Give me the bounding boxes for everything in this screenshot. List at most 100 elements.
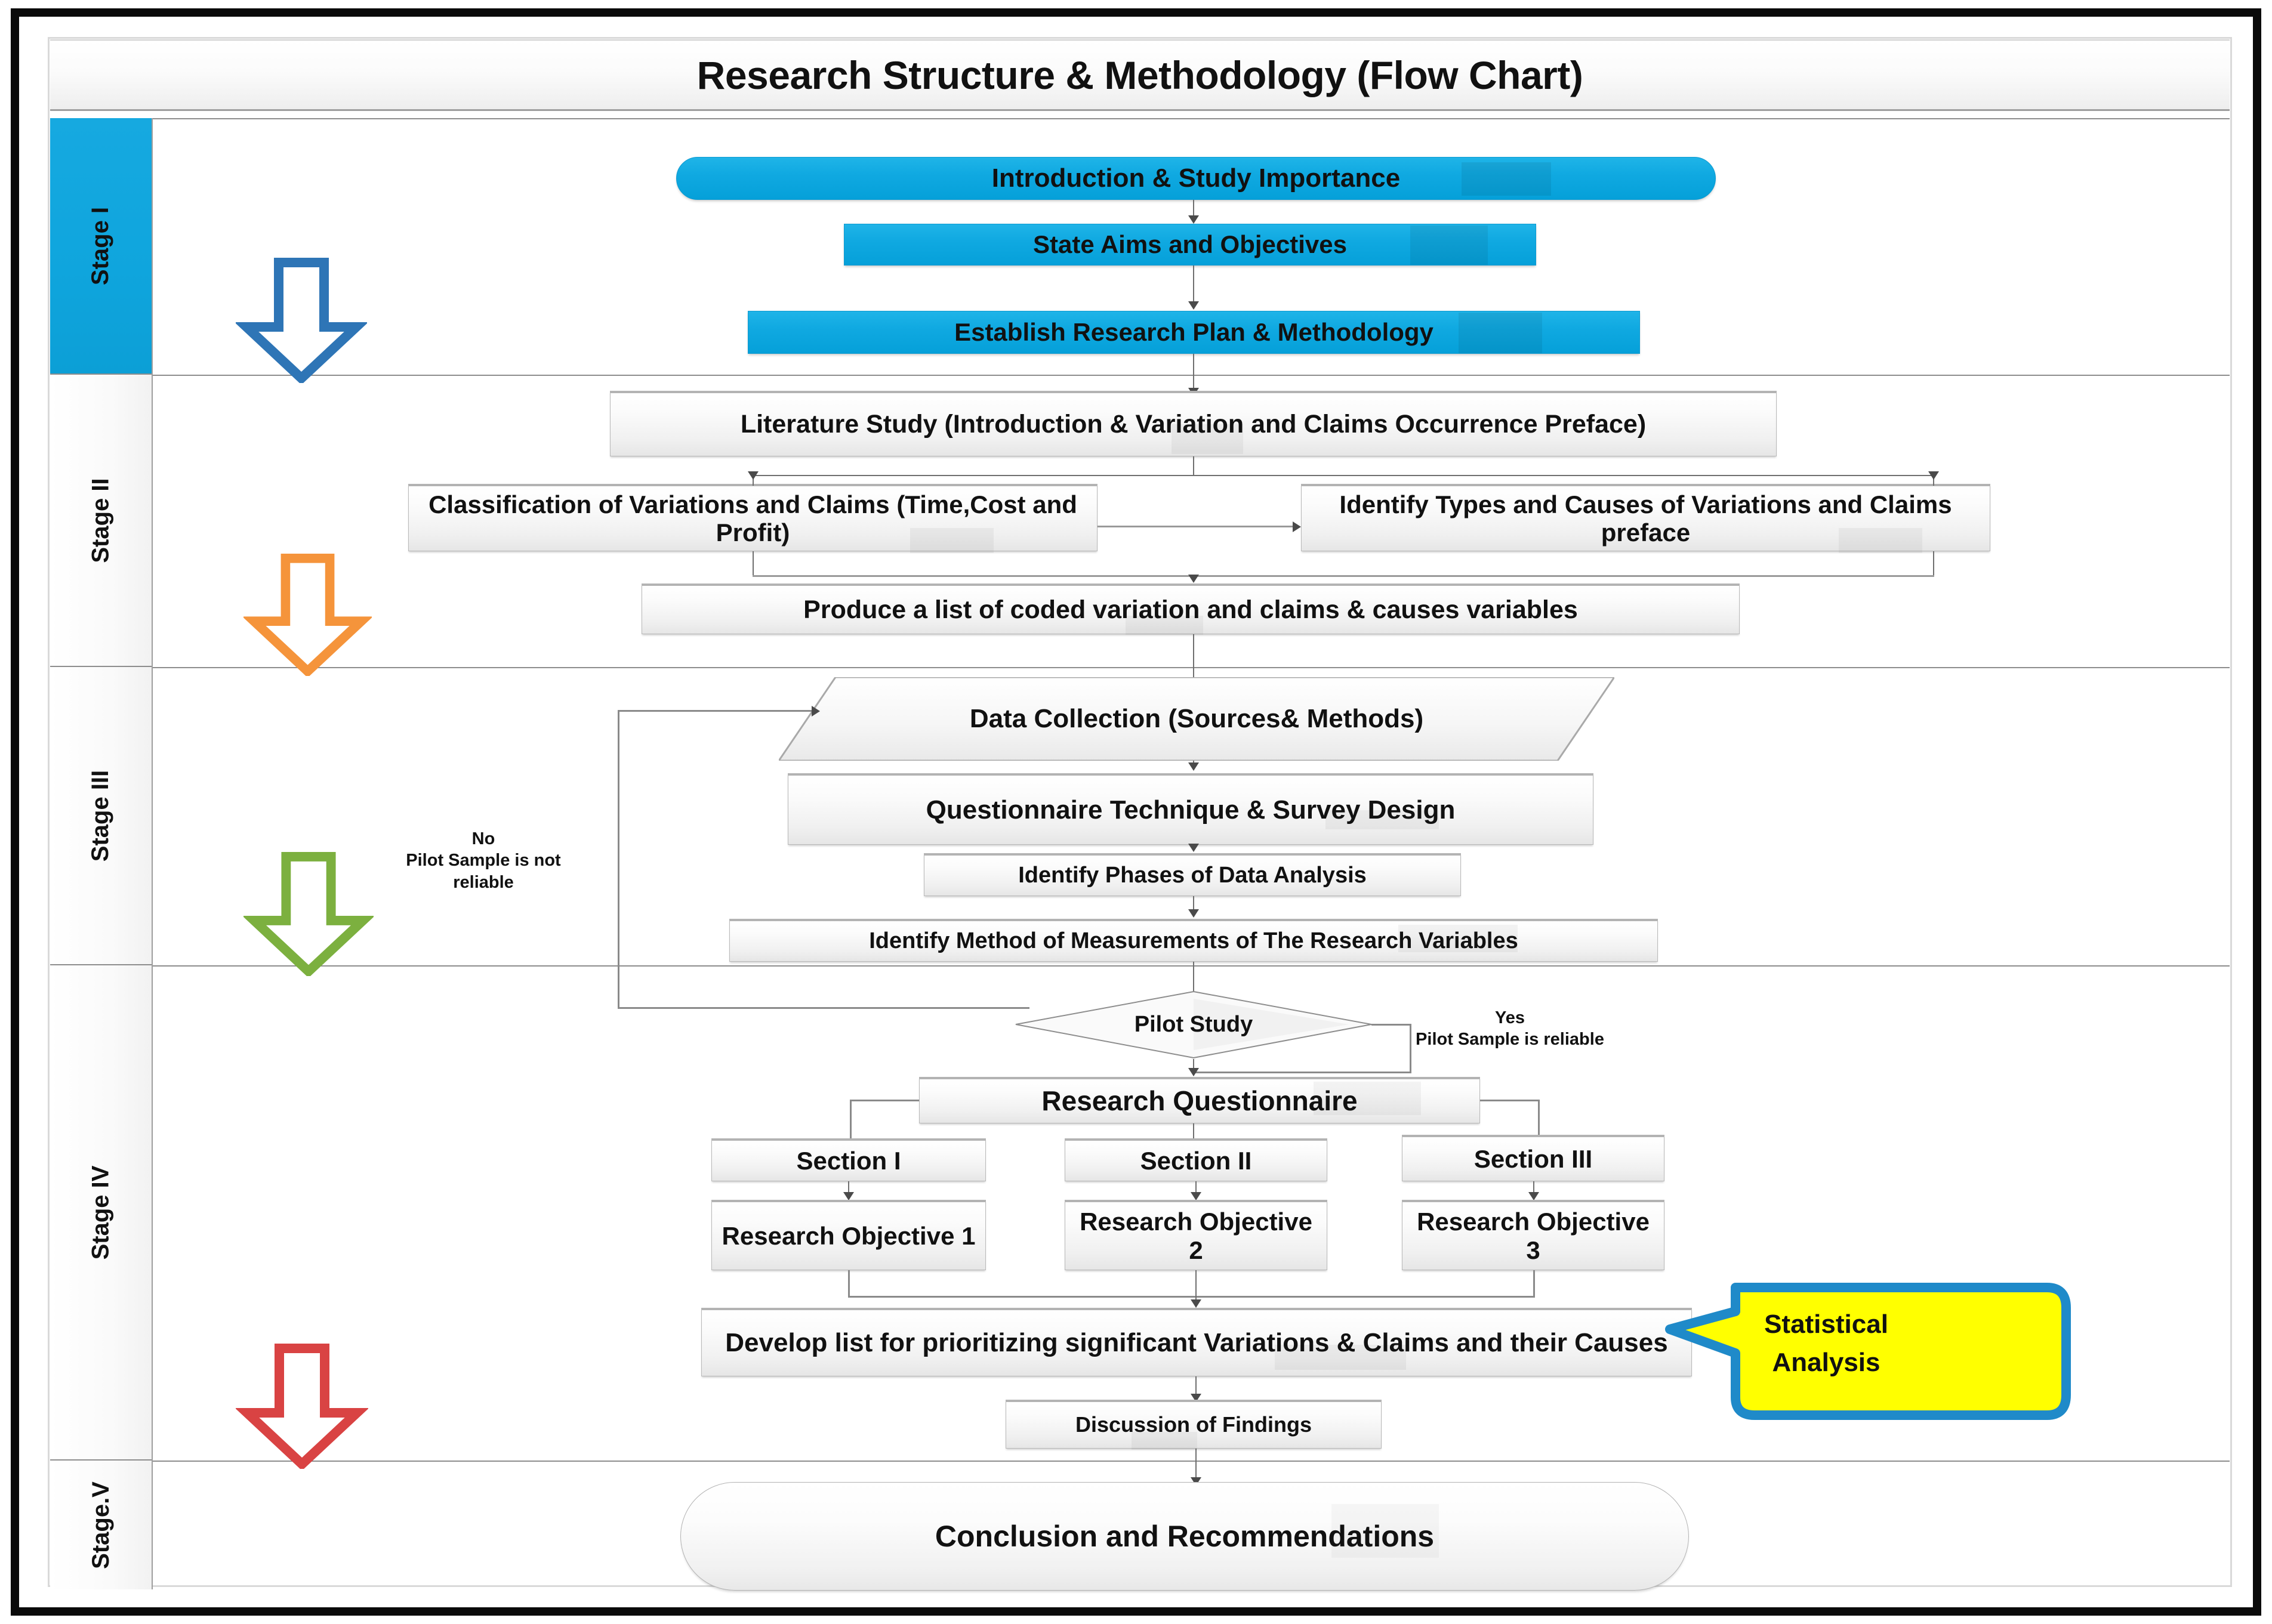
arrowhead bbox=[748, 471, 759, 480]
node-classification-label: Classification of Variations and Claims … bbox=[428, 490, 1077, 547]
stage-arrow-green bbox=[243, 852, 374, 976]
connector-no-loop-vertical bbox=[618, 710, 619, 1008]
node-develop-list[interactable]: Develop list for prioritizing significan… bbox=[701, 1308, 1692, 1376]
arrowhead bbox=[1191, 1299, 1201, 1308]
diamond-shape bbox=[1015, 990, 1372, 1059]
node-pilot-study-label: Pilot Study bbox=[1134, 1012, 1253, 1037]
node-highlight-patch bbox=[1462, 162, 1551, 196]
connector-rq-left-down bbox=[850, 1100, 852, 1150]
stage-cell-4: Stage IV bbox=[50, 965, 152, 1461]
connector-phases-meas bbox=[1193, 896, 1194, 914]
stage-divider-1-2 bbox=[152, 375, 2230, 376]
node-objective-3[interactable]: Research Objective 3 bbox=[1402, 1200, 1664, 1270]
node-data-collection[interactable]: Data Collection (Sources& Methods) bbox=[779, 677, 1614, 761]
stage-divider-2-3 bbox=[152, 667, 2230, 668]
connector-aims-plan bbox=[1193, 265, 1194, 304]
callout-line-1: Statistical bbox=[1764, 1310, 1888, 1339]
connector-s1-o1 bbox=[848, 1181, 849, 1198]
node-plan[interactable]: Establish Research Plan & Methodology bbox=[748, 311, 1640, 354]
stage-label-4: Stage IV bbox=[87, 1165, 114, 1259]
connector-yes-out bbox=[1371, 1024, 1411, 1026]
page-outer-border bbox=[11, 8, 2261, 1616]
stage-divider-4-5 bbox=[152, 1461, 2230, 1462]
node-pilot-study[interactable]: Pilot Study bbox=[1015, 990, 1373, 1059]
node-literature-study[interactable]: Literature Study (Introduction & Variati… bbox=[610, 391, 1777, 456]
connector-no-loop-bottom bbox=[618, 1007, 1029, 1009]
arrowhead bbox=[1528, 1192, 1539, 1200]
node-coded-list[interactable]: Produce a list of coded variation and cl… bbox=[642, 583, 1740, 635]
connector-rq-right bbox=[1480, 1100, 1540, 1101]
arrowhead bbox=[812, 706, 820, 717]
node-objective-2[interactable]: Research Objective 2 bbox=[1065, 1200, 1327, 1270]
node-phases-label: Identify Phases of Data Analysis bbox=[1018, 863, 1367, 888]
callout-shape bbox=[1665, 1283, 2071, 1420]
note-yes-branch: Yes Pilot Sample is reliable bbox=[1391, 1007, 1629, 1051]
connector-pilot-rq bbox=[1193, 1059, 1194, 1076]
stage-label-3: Stage III bbox=[87, 770, 114, 862]
stage-arrow-orange bbox=[243, 554, 372, 676]
arrowhead bbox=[1188, 301, 1199, 310]
arrowhead bbox=[843, 1192, 854, 1200]
node-questionnaire-technique-label: Questionnaire Technique & Survey Design bbox=[926, 795, 1456, 825]
stage-label-1: Stage I bbox=[87, 206, 114, 285]
arrowhead bbox=[1188, 1068, 1199, 1076]
callout-line-2: Analysis bbox=[1772, 1347, 1881, 1377]
node-identify-types-label: Identify Types and Causes of Variations … bbox=[1339, 490, 1952, 547]
arrowhead bbox=[1188, 575, 1199, 583]
node-section-1[interactable]: Section I bbox=[711, 1138, 986, 1181]
node-discussion[interactable]: Discussion of Findings bbox=[1006, 1400, 1382, 1450]
node-phases[interactable]: Identify Phases of Data Analysis bbox=[924, 853, 1461, 896]
connector-rq-left bbox=[850, 1100, 919, 1101]
node-data-collection-label: Data Collection (Sources& Methods) bbox=[969, 704, 1424, 734]
node-measurements[interactable]: Identify Method of Measurements of The R… bbox=[729, 919, 1658, 962]
node-questionnaire-technique[interactable]: Questionnaire Technique & Survey Design bbox=[788, 773, 1593, 845]
arrowhead bbox=[1188, 844, 1199, 852]
node-literature-study-label: Literature Study (Introduction & Variati… bbox=[740, 410, 1647, 439]
node-conclusion[interactable]: Conclusion and Recommendations bbox=[680, 1482, 1689, 1591]
arrowhead bbox=[1188, 762, 1199, 771]
node-objective-1[interactable]: Research Objective 1 bbox=[711, 1200, 986, 1270]
stage-cell-1: Stage I bbox=[50, 118, 152, 375]
connector-split-bar bbox=[753, 475, 1934, 476]
connector-split-left bbox=[753, 475, 754, 486]
connector-s3-o3 bbox=[1533, 1181, 1534, 1198]
node-classification[interactable]: Classification of Variations and Claims … bbox=[408, 484, 1098, 553]
stage-label-5: Stage.V bbox=[87, 1481, 114, 1569]
callout-statistical-analysis[interactable]: Statistical Analysis bbox=[1665, 1283, 2071, 1420]
note-no-line2: Pilot Sample is not bbox=[406, 851, 561, 870]
node-research-questionnaire[interactable]: Research Questionnaire bbox=[919, 1077, 1480, 1123]
node-objective-3-label: Research Objective 3 bbox=[1417, 1208, 1650, 1264]
node-identify-types[interactable]: Identify Types and Causes of Variations … bbox=[1301, 484, 1990, 553]
node-conclusion-label: Conclusion and Recommendations bbox=[935, 1520, 1435, 1553]
connector-no-loop-top bbox=[618, 710, 818, 712]
node-section-3[interactable]: Section III bbox=[1402, 1135, 1664, 1181]
node-research-questionnaire-label: Research Questionnaire bbox=[1041, 1085, 1358, 1116]
connector-yes-in bbox=[1193, 1072, 1411, 1073]
stage-cell-3: Stage III bbox=[50, 667, 152, 965]
parallelogram-shape bbox=[779, 677, 1614, 761]
connector-objectives-merge-bar bbox=[848, 1296, 1535, 1298]
connector-o2-merge bbox=[1195, 1270, 1197, 1307]
connector-rq-mid-down bbox=[1193, 1123, 1194, 1150]
stage-divider-3-4 bbox=[152, 965, 2230, 967]
stage-label-2: Stage II bbox=[87, 477, 114, 563]
note-yes-line2: Pilot Sample is reliable bbox=[1416, 1030, 1604, 1049]
node-introduction-label: Introduction & Study Importance bbox=[991, 163, 1401, 193]
arrowhead bbox=[1293, 521, 1301, 532]
node-plan-label: Establish Research Plan & Methodology bbox=[954, 318, 1434, 347]
connector-o1-merge bbox=[848, 1270, 850, 1297]
node-section-1-label: Section I bbox=[796, 1146, 901, 1175]
node-aims[interactable]: State Aims and Objectives bbox=[844, 224, 1536, 265]
connector-develop-discussion bbox=[1195, 1376, 1197, 1401]
stage-arrow-blue bbox=[236, 258, 367, 383]
node-discussion-label: Discussion of Findings bbox=[1075, 1412, 1312, 1437]
node-introduction[interactable]: Introduction & Study Importance bbox=[676, 157, 1716, 200]
node-highlight-patch bbox=[1459, 313, 1542, 353]
arrowhead bbox=[1188, 909, 1199, 918]
node-objective-2-label: Research Objective 2 bbox=[1080, 1208, 1312, 1264]
connector-s2-o2 bbox=[1195, 1181, 1197, 1198]
node-section-2[interactable]: Section II bbox=[1065, 1138, 1327, 1181]
connector-class-merge bbox=[753, 551, 754, 576]
arrowhead bbox=[1191, 1192, 1201, 1200]
